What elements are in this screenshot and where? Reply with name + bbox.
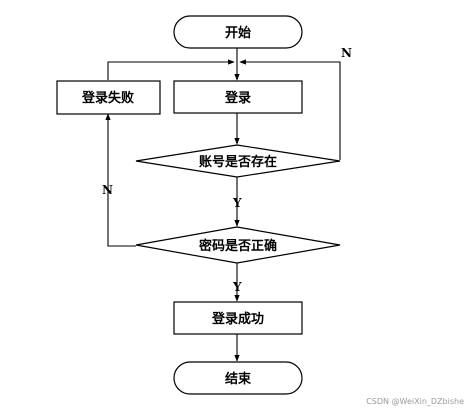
start-label: 开始: [225, 25, 251, 41]
login-success-node: 登录成功: [173, 301, 303, 335]
connectors: [105, 48, 341, 362]
password-yes-label: Y: [232, 280, 242, 294]
account-check-label: 账号是否存在: [199, 154, 277, 170]
watermark: CSDN @WeiXin_DZbishe: [366, 397, 464, 406]
login-fail-label: 登录失败: [81, 90, 134, 106]
login-label: 登录: [224, 90, 251, 106]
login-fail-node: 登录失败: [56, 80, 161, 115]
connector-password-no: [105, 113, 136, 247]
account-no-label: N: [341, 46, 352, 60]
start-node: 开始: [173, 15, 303, 49]
password-no-label: N: [102, 183, 113, 197]
account-check-node: 账号是否存在: [135, 144, 341, 178]
account-yes-label: Y: [232, 196, 242, 210]
password-check-label: 密码是否正确: [198, 238, 277, 254]
connector-fail-to-merge: [107, 59, 235, 80]
end-node: 结束: [173, 361, 303, 395]
login-success-label: 登录成功: [211, 311, 264, 327]
connector-account-no-loop: [239, 59, 341, 160]
password-check-node: 密码是否正确: [135, 226, 341, 264]
end-label: 结束: [225, 371, 252, 387]
login-node: 登录: [173, 80, 303, 114]
